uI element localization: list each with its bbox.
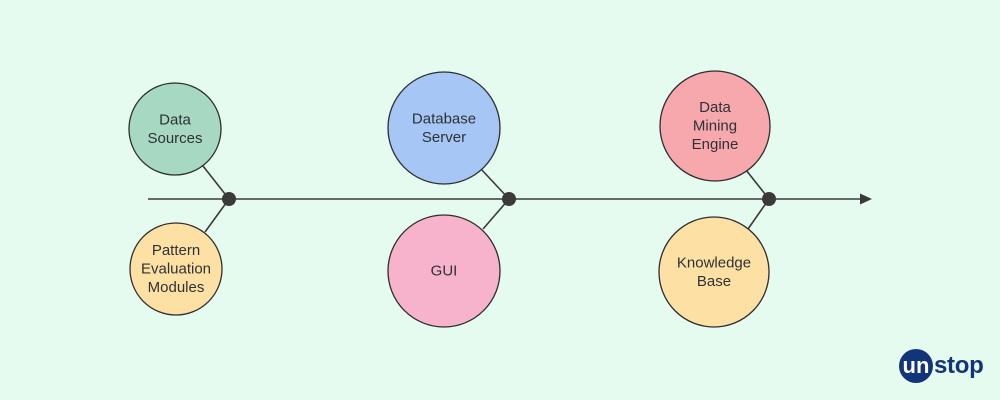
node-data-mining-engine-circle [659, 70, 771, 182]
node-knowledge-base-label-line: Knowledge [677, 254, 751, 271]
junction-dot [502, 192, 516, 206]
node-knowledge-base-circle [658, 216, 770, 328]
node-database-server-label-line: Server [422, 129, 466, 146]
connectors [202, 165, 770, 233]
node-data-mining-engine-label-line: Mining [693, 118, 737, 135]
node-gui: GUI [387, 214, 501, 328]
node-data-sources-connector [202, 165, 230, 200]
node-data-mining-engine-label-line: Data [699, 99, 731, 116]
junction-dot [222, 192, 236, 206]
node-gui-label-line: GUI [431, 263, 458, 280]
node-pattern-evaluation-modules-label-line: Pattern [152, 242, 200, 259]
brand-logo: un stop [899, 348, 984, 384]
node-database-server-circle [387, 71, 501, 185]
node-data-mining-engine-label-line: Engine [692, 136, 739, 153]
node-knowledge-base-label-line: Base [697, 273, 731, 290]
junction-dot [762, 192, 776, 206]
node-pattern-evaluation-modules-label-line: Modules [148, 279, 205, 296]
junctions [222, 192, 776, 206]
brand-badge: un [899, 349, 933, 383]
node-data-sources-label-line: Sources [147, 130, 202, 147]
node-data-sources-circle [128, 82, 222, 176]
brand-wordmark: stop [934, 352, 984, 379]
node-pattern-evaluation-modules-circle [129, 222, 223, 316]
node-database-server-label-line: Database [412, 110, 476, 127]
node-gui-circle [387, 214, 501, 328]
node-pattern-evaluation-modules-label-line: Evaluation [141, 261, 211, 278]
node-data-sources-label-line: Data [159, 111, 191, 128]
axis-arrowhead [860, 193, 872, 205]
